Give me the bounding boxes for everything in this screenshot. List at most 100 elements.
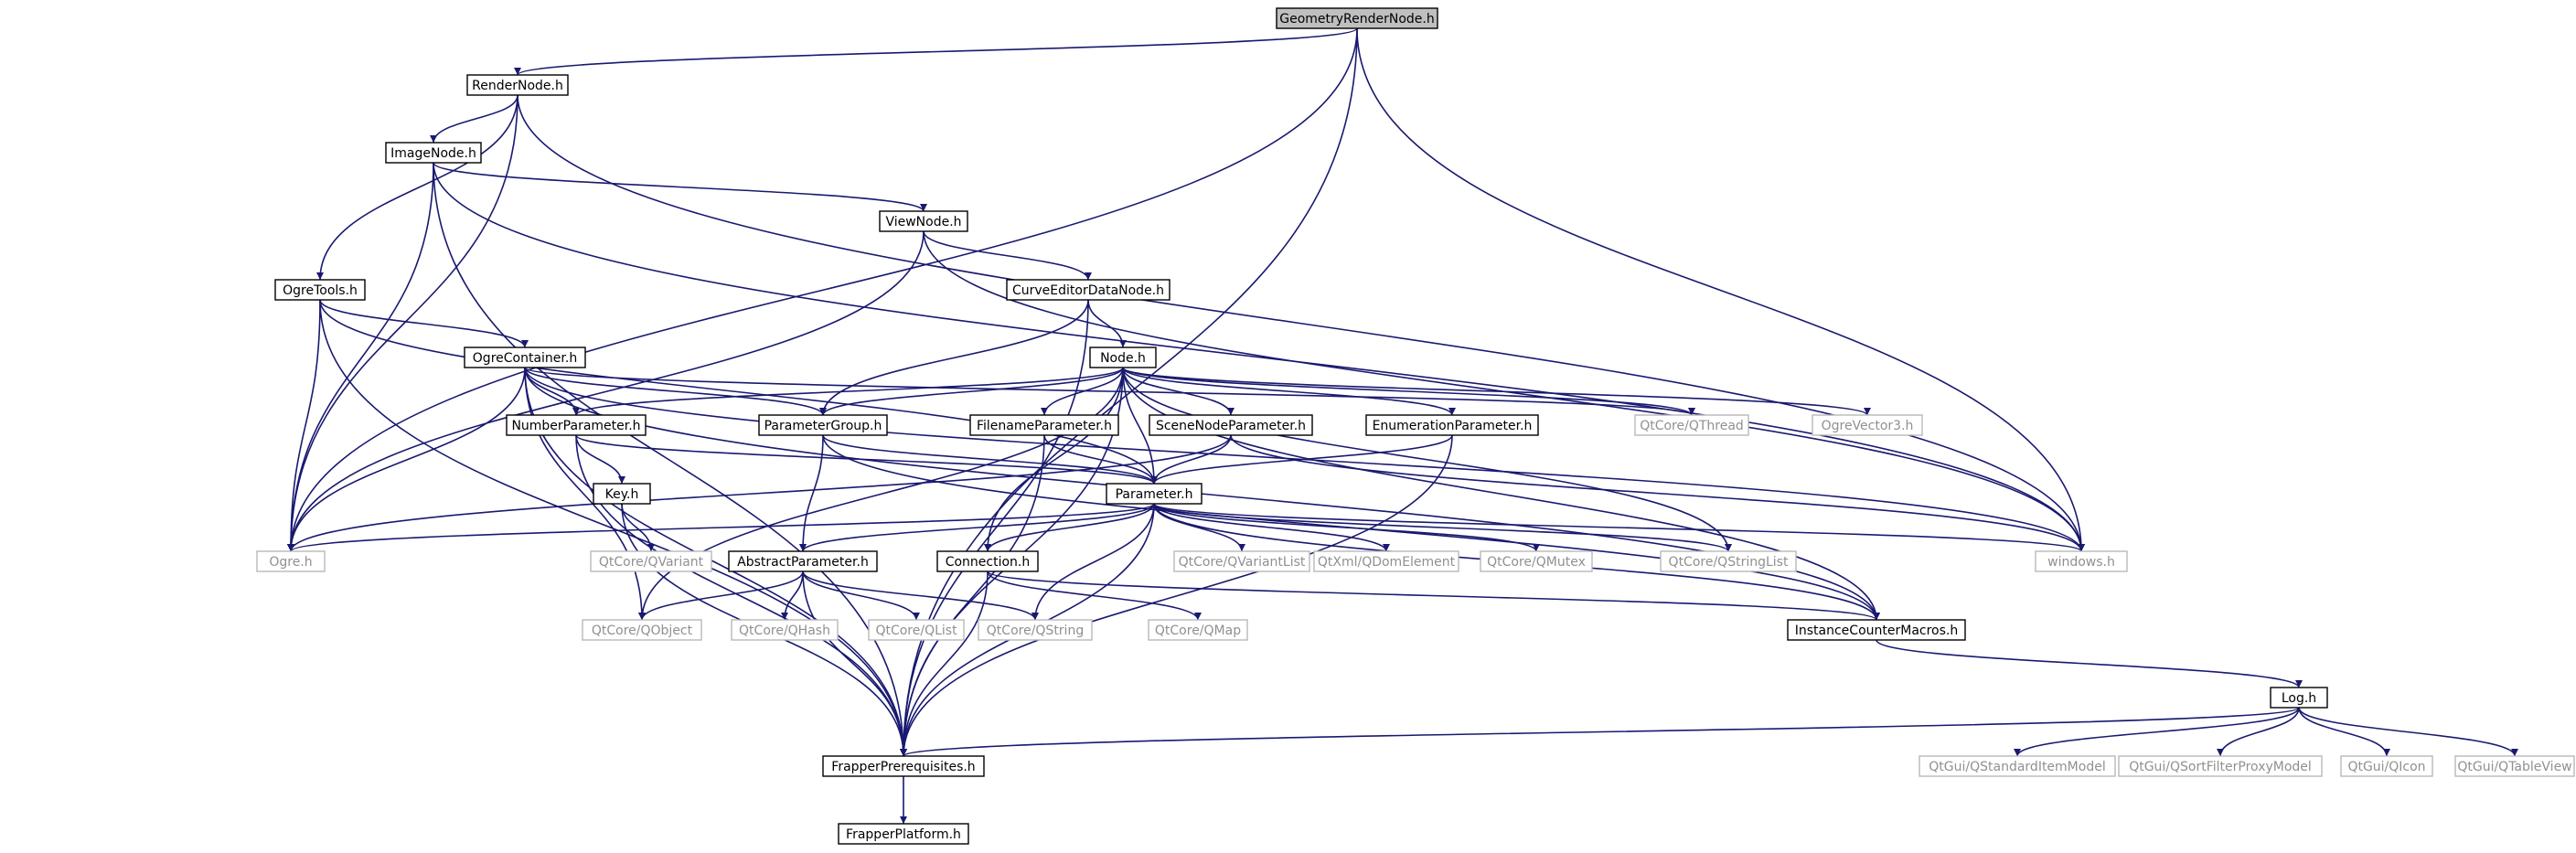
node-QIcon: QtGui/QIcon bbox=[2340, 755, 2433, 777]
node-Key[interactable]: Key.h bbox=[593, 483, 651, 505]
node-ParameterGroup[interactable]: ParameterGroup.h bbox=[758, 414, 888, 436]
edge-OgreTools-to-Ogre bbox=[287, 299, 321, 552]
node-Connection[interactable]: Connection.h bbox=[936, 550, 1039, 572]
node-QVariant: QtCore/QVariant bbox=[590, 550, 712, 572]
edge-Node-to-EnumerationParameter bbox=[1122, 367, 1456, 416]
node-box bbox=[1480, 550, 1593, 572]
edge-FilenameParameter-to-Parameter bbox=[1043, 434, 1158, 485]
node-label: InstanceCounterMacros.h bbox=[1795, 624, 1958, 638]
node-label: Node.h bbox=[1100, 351, 1146, 366]
node-OgreTools[interactable]: OgreTools.h bbox=[274, 279, 366, 301]
edge-OgreTools-to-FrapperPrerequisites bbox=[319, 299, 907, 757]
node-label: RenderNode.h bbox=[472, 79, 563, 93]
node-label: FilenameParameter.h bbox=[977, 419, 1112, 433]
edge-Parameter-to-windows bbox=[1153, 503, 2085, 552]
node-FrapperPlatform[interactable]: FrapperPlatform.h bbox=[838, 823, 969, 845]
node-ViewNode[interactable]: ViewNode.h bbox=[879, 210, 968, 232]
node-box bbox=[978, 619, 1093, 641]
node-OgreContainer[interactable]: OgreContainer.h bbox=[464, 347, 586, 368]
edge-RenderNode-to-OgreTools bbox=[316, 94, 518, 281]
node-box bbox=[582, 619, 702, 641]
node-box bbox=[1106, 483, 1202, 505]
edge-Parameter-to-QStringList bbox=[1153, 503, 1732, 552]
node-OgreVector3: OgreVector3.h bbox=[1812, 414, 1923, 436]
edge-Parameter-to-Connection bbox=[984, 503, 1155, 552]
edge-Node-to-QStringList bbox=[1122, 367, 1732, 552]
node-RenderNode[interactable]: RenderNode.h bbox=[466, 74, 569, 96]
node-CurveEditorDataNode[interactable]: CurveEditorDataNode.h bbox=[1006, 279, 1170, 301]
node-box bbox=[2035, 550, 2128, 572]
node-label: QtCore/QVariantList bbox=[1179, 555, 1306, 570]
node-label: Key.h bbox=[605, 487, 639, 502]
edge-Parameter-to-QMutex bbox=[1153, 503, 1540, 552]
edge-Log-to-QIcon bbox=[2298, 707, 2390, 757]
node-label: QtGui/QSortFilterProxyModel bbox=[2129, 760, 2312, 774]
node-box bbox=[464, 347, 586, 368]
node-box bbox=[1787, 619, 1966, 641]
node-NumberParameter[interactable]: NumberParameter.h bbox=[506, 414, 647, 436]
edge-NumberParameter-to-Key bbox=[575, 434, 625, 485]
node-label: FrapperPrerequisites.h bbox=[831, 760, 975, 774]
edge-Connection-to-InstanceCounterMacros bbox=[987, 570, 1880, 621]
edge-SceneNodeParameter-to-Ogre bbox=[287, 434, 1232, 552]
node-box bbox=[1365, 414, 1539, 436]
node-box bbox=[731, 619, 839, 641]
edge-Node-to-InstanceCounterMacros bbox=[1122, 367, 1880, 621]
node-label: QtGui/QStandardItemModel bbox=[1929, 760, 2105, 774]
node-FilenameParameter[interactable]: FilenameParameter.h bbox=[969, 414, 1119, 436]
node-box bbox=[2454, 755, 2575, 777]
edge-ViewNode-to-Ogre bbox=[287, 230, 925, 552]
node-label: ImageNode.h bbox=[390, 146, 476, 161]
edge-Node-to-NumberParameter bbox=[572, 367, 1124, 416]
node-EnumerationParameter[interactable]: EnumerationParameter.h bbox=[1365, 414, 1539, 436]
node-label: NumberParameter.h bbox=[511, 419, 640, 433]
node-InstanceCounterMacros[interactable]: InstanceCounterMacros.h bbox=[1787, 619, 1966, 641]
edge-Parameter-to-QDomElement bbox=[1153, 503, 1390, 552]
edge-ParameterGroup-to-Parameter bbox=[822, 434, 1158, 485]
node-Node[interactable]: Node.h bbox=[1089, 347, 1157, 368]
node-AbstractParameter[interactable]: AbstractParameter.h bbox=[728, 550, 878, 572]
node-label: GeometryRenderNode.h bbox=[1279, 12, 1435, 27]
node-box bbox=[256, 550, 326, 572]
node-ImageNode[interactable]: ImageNode.h bbox=[385, 142, 482, 164]
edge-ParameterGroup-to-AbstractParameter bbox=[799, 434, 824, 552]
node-windows: windows.h bbox=[2035, 550, 2128, 572]
node-SceneNodeParameter[interactable]: SceneNodeParameter.h bbox=[1149, 414, 1313, 436]
edge-AbstractParameter-to-FrapperPrerequisites bbox=[802, 570, 907, 757]
node-Parameter[interactable]: Parameter.h bbox=[1106, 483, 1202, 505]
node-box bbox=[1148, 619, 1248, 641]
edge-Parameter-to-Ogre bbox=[287, 503, 1155, 552]
edge-OgreContainer-to-QObject bbox=[524, 367, 646, 621]
edge-CurveEditorDataNode-to-FrapperPrerequisites bbox=[900, 299, 1089, 757]
node-box bbox=[1634, 414, 1749, 436]
node-label: Parameter.h bbox=[1116, 487, 1193, 502]
node-label: CurveEditorDataNode.h bbox=[1012, 283, 1164, 298]
node-label: EnumerationParameter.h bbox=[1373, 419, 1533, 433]
node-box bbox=[1919, 755, 2116, 777]
edge-ViewNode-to-CurveEditorDataNode bbox=[923, 230, 1092, 281]
node-QHash: QtCore/QHash bbox=[731, 619, 839, 641]
edge-Node-to-ParameterGroup bbox=[819, 367, 1124, 416]
node-label: OgreContainer.h bbox=[473, 351, 577, 366]
node-FrapperPrerequisites[interactable]: FrapperPrerequisites.h bbox=[822, 755, 985, 777]
node-GeometryRenderNode[interactable]: GeometryRenderNode.h bbox=[1276, 7, 1438, 29]
node-box bbox=[2118, 755, 2323, 777]
node-label: ViewNode.h bbox=[885, 215, 961, 229]
node-label: QtCore/QList bbox=[875, 624, 957, 638]
file-nodes: GeometryRenderNode.hRenderNode.hImageNod… bbox=[256, 7, 2575, 845]
node-box bbox=[590, 550, 712, 572]
node-QSortFilterProxyModel: QtGui/QSortFilterProxyModel bbox=[2118, 755, 2323, 777]
node-label: SceneNodeParameter.h bbox=[1156, 419, 1306, 433]
edge-OgreTools-to-OgreContainer bbox=[319, 299, 529, 348]
node-label: QtGui/QIcon bbox=[2347, 760, 2425, 774]
node-label: Connection.h bbox=[946, 555, 1031, 570]
node-label: QtCore/QMap bbox=[1155, 624, 1241, 638]
node-box bbox=[868, 619, 965, 641]
node-Log[interactable]: Log.h bbox=[2270, 687, 2328, 709]
edge-OgreTools-to-Parameter bbox=[319, 299, 1158, 485]
node-QStringList: QtCore/QStringList bbox=[1660, 550, 1797, 572]
edge-Connection-to-FrapperPrerequisites bbox=[900, 570, 989, 757]
node-label: QtGui/QTableView bbox=[2457, 760, 2571, 774]
node-QMap: QtCore/QMap bbox=[1148, 619, 1248, 641]
edge-GeometryRenderNode-to-RenderNode bbox=[514, 27, 1358, 76]
